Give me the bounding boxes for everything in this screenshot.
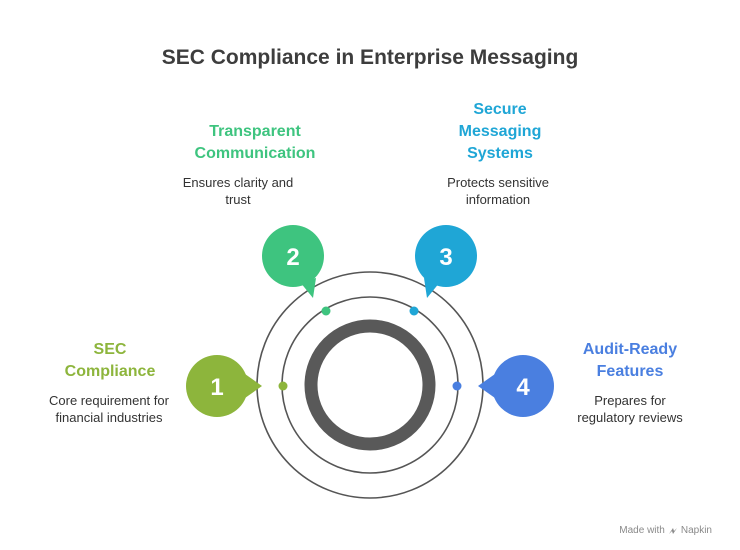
item-2-badge: 2	[262, 225, 324, 298]
item-3-description: Protects sensitive information	[447, 175, 549, 207]
item-3-badge: 3	[415, 225, 477, 298]
footer-text: Made with	[619, 525, 665, 536]
item-2-dot	[321, 306, 331, 316]
footer-credit: Made with Napkin	[619, 525, 712, 536]
svg-text:1: 1	[210, 374, 223, 401]
svg-text:3: 3	[439, 244, 452, 271]
item-4-dot	[452, 381, 462, 391]
svg-text:2: 2	[286, 244, 299, 271]
item-1-dot	[278, 381, 288, 391]
item-3-dot	[409, 306, 419, 316]
item-2-title: Transparent Communication	[194, 123, 316, 162]
footer-brand: Napkin	[680, 525, 712, 536]
item-2-description: Ensures clarity and trust	[182, 175, 294, 207]
core-ring	[304, 319, 436, 451]
napkin-logo-icon	[668, 527, 677, 534]
outer-ring	[256, 271, 484, 499]
page-title: SEC Compliance in Enterprise Messaging	[161, 46, 579, 69]
item-1-description: Core requirement for financial industrie…	[49, 393, 169, 425]
item-3-title: Secure Messaging Systems	[458, 101, 542, 162]
item-4-description: Prepares for regulatory reviews	[577, 393, 683, 425]
item-1-title: SEC Compliance	[64, 341, 156, 380]
item-4-badge: 4	[478, 355, 554, 417]
item-1-badge: 1	[186, 355, 262, 417]
item-4-title: Audit-Ready Features	[582, 341, 678, 380]
svg-text:4: 4	[516, 374, 530, 401]
